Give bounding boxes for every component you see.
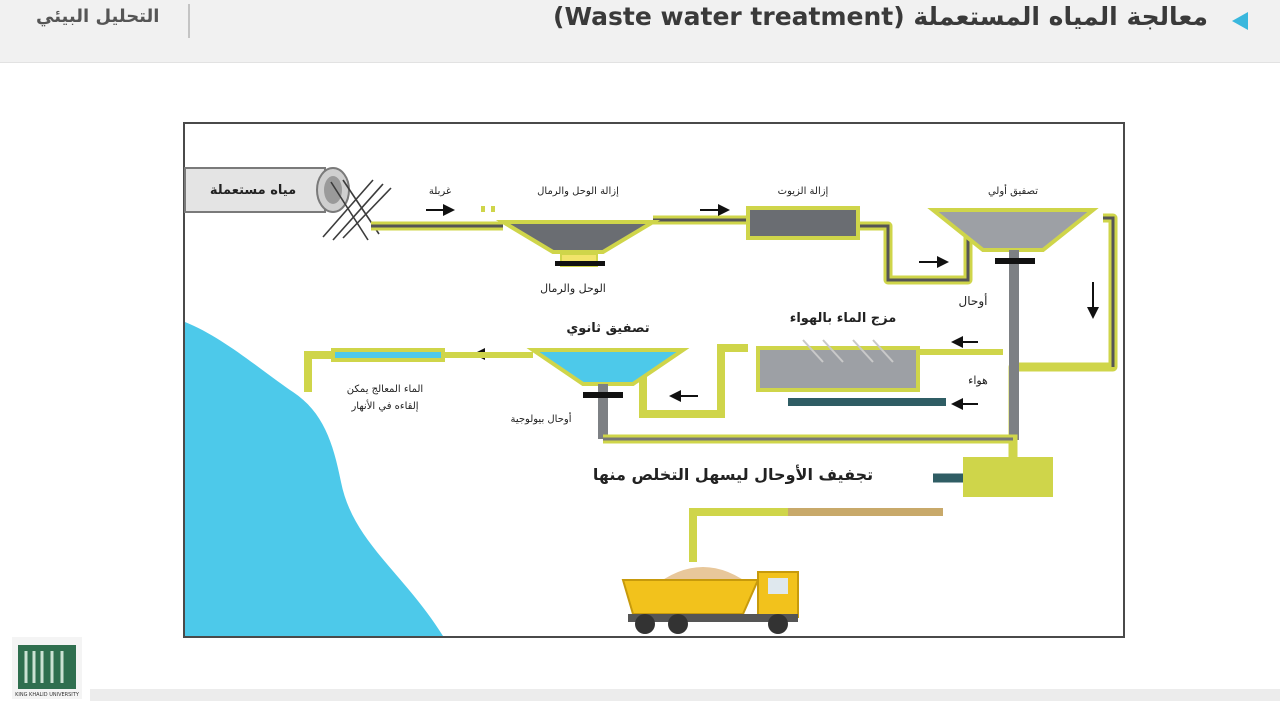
logo-caption: KING KHALID UNIVERSITY xyxy=(15,692,80,698)
header-divider xyxy=(188,4,190,38)
wastewater-treatment-diagram: مياه مستعملة xyxy=(183,122,1125,638)
sludge-drying-tank xyxy=(963,457,1053,497)
label-used-water: مياه مستعملة xyxy=(210,183,296,198)
university-logo: KING KHALID UNIVERSITY xyxy=(12,637,82,699)
grit-removal-tank xyxy=(495,220,661,267)
label-screen: غربلة xyxy=(429,186,451,197)
primary-clarifier xyxy=(927,208,1099,440)
secondary-clarifier xyxy=(526,348,690,439)
footer-bar xyxy=(90,689,1280,701)
label-sludge: أوحال xyxy=(959,293,988,309)
label-treated-water-line1: الماء المعالج يمكن xyxy=(347,384,423,395)
inlet-pipe xyxy=(184,167,350,213)
label-sludge-drying: تجفيف الأوحال ليسهل التخلص منها xyxy=(593,465,873,484)
label-oil-removal: إزالة الزيوت xyxy=(778,186,829,197)
label-air: هواء xyxy=(968,374,988,387)
header-bar: معالجة المياه المستعملة (Waste water tre… xyxy=(0,0,1280,63)
label-grit-removal: إزالة الوحل والرمال xyxy=(537,186,619,197)
label-sludge-sand: الوحل والرمال xyxy=(540,282,606,295)
oil-removal-tank xyxy=(746,206,860,240)
slide-title: معالجة المياه المستعملة (Waste water tre… xyxy=(553,2,1208,31)
section-title: التحليل البيئي xyxy=(36,6,160,27)
dump-truck xyxy=(621,567,799,634)
label-secondary-clarification: تصفيق ثانوي xyxy=(566,321,649,336)
aeration-tank xyxy=(756,339,946,406)
bullet-arrow-icon xyxy=(1232,12,1248,30)
label-treated-water-line2: إلقاءه في الأنهار xyxy=(350,399,418,412)
river xyxy=(185,322,443,636)
label-aeration: مزج الماء بالهواء xyxy=(790,311,897,326)
label-primary-clarification: تصفيق أولي xyxy=(988,184,1038,197)
label-bio-sludge: أوحال بيولوجية xyxy=(510,412,571,425)
